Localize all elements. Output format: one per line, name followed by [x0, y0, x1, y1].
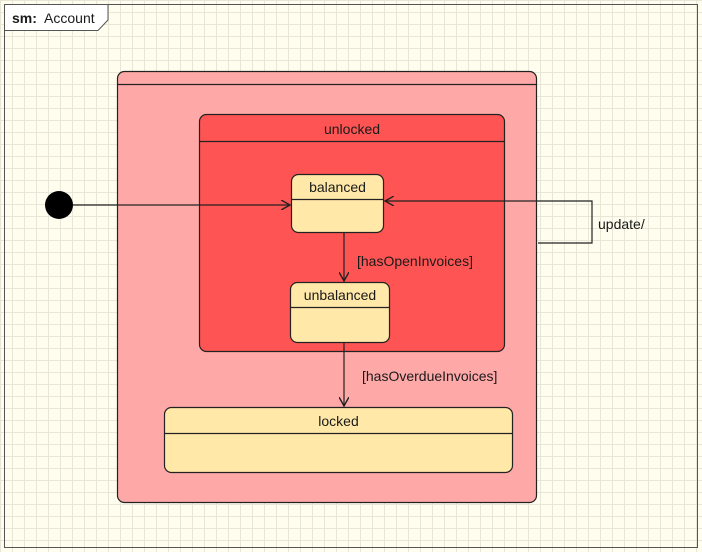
- state-locked[interactable]: locked: [163, 406, 514, 474]
- transition-guard-has-overdue-invoices: [hasOverdueInvoices]: [362, 368, 497, 384]
- frame-name: Account: [44, 10, 95, 26]
- frame-label: sm: Account: [12, 10, 95, 26]
- initial-pseudostate[interactable]: [45, 191, 73, 219]
- frame-name-tab: [4, 4, 109, 31]
- state-unbalanced-name: unbalanced: [304, 287, 376, 303]
- state-balanced[interactable]: balanced: [290, 173, 385, 234]
- frame-keyword: sm:: [12, 10, 37, 26]
- transition-update-self[interactable]: update/: [385, 201, 645, 244]
- state-unlocked-name: unlocked: [324, 121, 380, 137]
- transition-label-update: update/: [598, 216, 645, 232]
- transition-unbalanced-to-locked[interactable]: [hasOverdueInvoices]: [344, 343, 497, 406]
- state-unbalanced[interactable]: unbalanced: [289, 281, 391, 344]
- diagram-frame: [4, 4, 698, 548]
- transition-balanced-to-unbalanced[interactable]: [hasOpenInvoices]: [344, 233, 473, 281]
- state-balanced-name: balanced: [309, 179, 366, 195]
- transition-guard-has-open-invoices: [hasOpenInvoices]: [357, 253, 473, 269]
- state-locked-name: locked: [318, 413, 358, 429]
